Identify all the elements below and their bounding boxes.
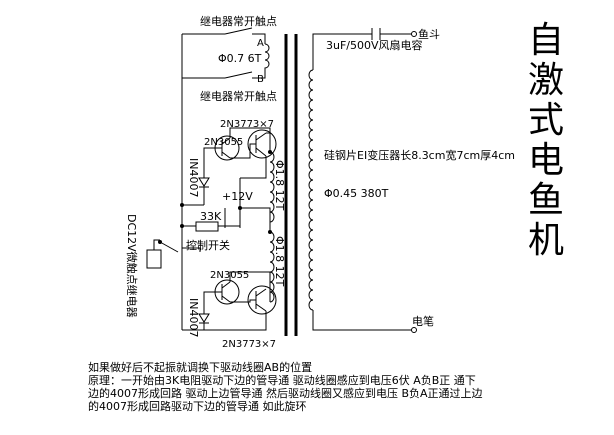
feedback-coil-ab: [264, 43, 270, 70]
title-char-3: 式: [528, 100, 564, 141]
core-spec-label: 硅钢片EI变压器长8.3cm宽7cm厚4cm: [324, 148, 515, 162]
title-char-4: 电: [528, 140, 564, 181]
fish-bucket-terminal: [411, 31, 417, 37]
resistor-label: 33K: [200, 210, 222, 223]
title-char-1: 自: [528, 20, 564, 61]
transistor-top-npn-label: 2N3055: [204, 137, 243, 148]
junction-dots: [180, 150, 272, 234]
relay-contact-top-label: 继电器常开触点: [200, 14, 277, 28]
transistor-bottom-pnp-label: 2N3773×7: [222, 339, 276, 350]
lower-primary-label: Φ1.8 12T: [273, 236, 286, 287]
control-switch-label: 控制开关: [186, 238, 230, 252]
transistor-top-pnp-label: 2N3773×7: [220, 119, 274, 130]
transistor-bottom-npn-label: 2N3055: [210, 270, 249, 281]
coil-ab-label: Φ0.7 6T: [218, 52, 262, 65]
description-line-2: 原理：一开始由3K电阻驱动下边的管导通 驱动线圈感应到电压6伏 A负B正 通下: [88, 374, 476, 387]
description-line-4: 的4007形成回路驱动下边的管导通 如此旋环: [88, 400, 307, 413]
secondary-coil-label: Φ0.45 380T: [324, 187, 389, 200]
power-and-resistor: [182, 178, 271, 232]
top-diode: [182, 160, 210, 206]
title-char-5: 鱼: [528, 180, 564, 221]
point-b-label: B: [257, 74, 264, 85]
lower-primary-coil: [269, 231, 275, 303]
plus-12v-label: +12V: [222, 190, 253, 203]
fish-bucket-label: 鱼斗: [418, 27, 440, 41]
upper-primary-label: Φ1.8 12T: [273, 160, 286, 211]
capacitor-label: 3uF/500V风扇电容: [326, 38, 423, 52]
control-switch: [158, 240, 201, 253]
diode-bottom-label: IN4007: [187, 298, 200, 337]
upper-primary-coil: [269, 151, 275, 223]
title-char-2: 激: [528, 60, 564, 101]
relay-coil: [146, 249, 162, 269]
bottom-diode: [198, 300, 210, 330]
secondary-coil: [308, 69, 314, 311]
capacitor-symbol: [371, 28, 381, 40]
relay-coil-wire: [153, 239, 160, 250]
electric-pen-terminal: [411, 327, 417, 333]
relay-contact-bottom-label: 继电器常开触点: [200, 89, 277, 103]
point-a-label: A: [257, 38, 264, 49]
electric-pen-label: 电笔: [412, 314, 434, 328]
bottom-transistor-pair: [182, 271, 277, 331]
relay-contact-loop: [181, 27, 266, 330]
diode-top-label: IN4007: [187, 158, 200, 197]
description-line-3: 边的4007形成回路 驱动上边管导通 然后驱动线圈又感应到电压 B负A正通过上边: [88, 387, 483, 400]
description-line-1: 如果做好后不起振就调换下驱动线圈AB的位置: [88, 361, 313, 374]
title-char-6: 机: [528, 220, 564, 261]
secondary-output-wires: [312, 33, 412, 331]
relay-power-label: DC12V微触点继电器: [125, 214, 139, 318]
top-transistor-pair: [203, 127, 277, 179]
